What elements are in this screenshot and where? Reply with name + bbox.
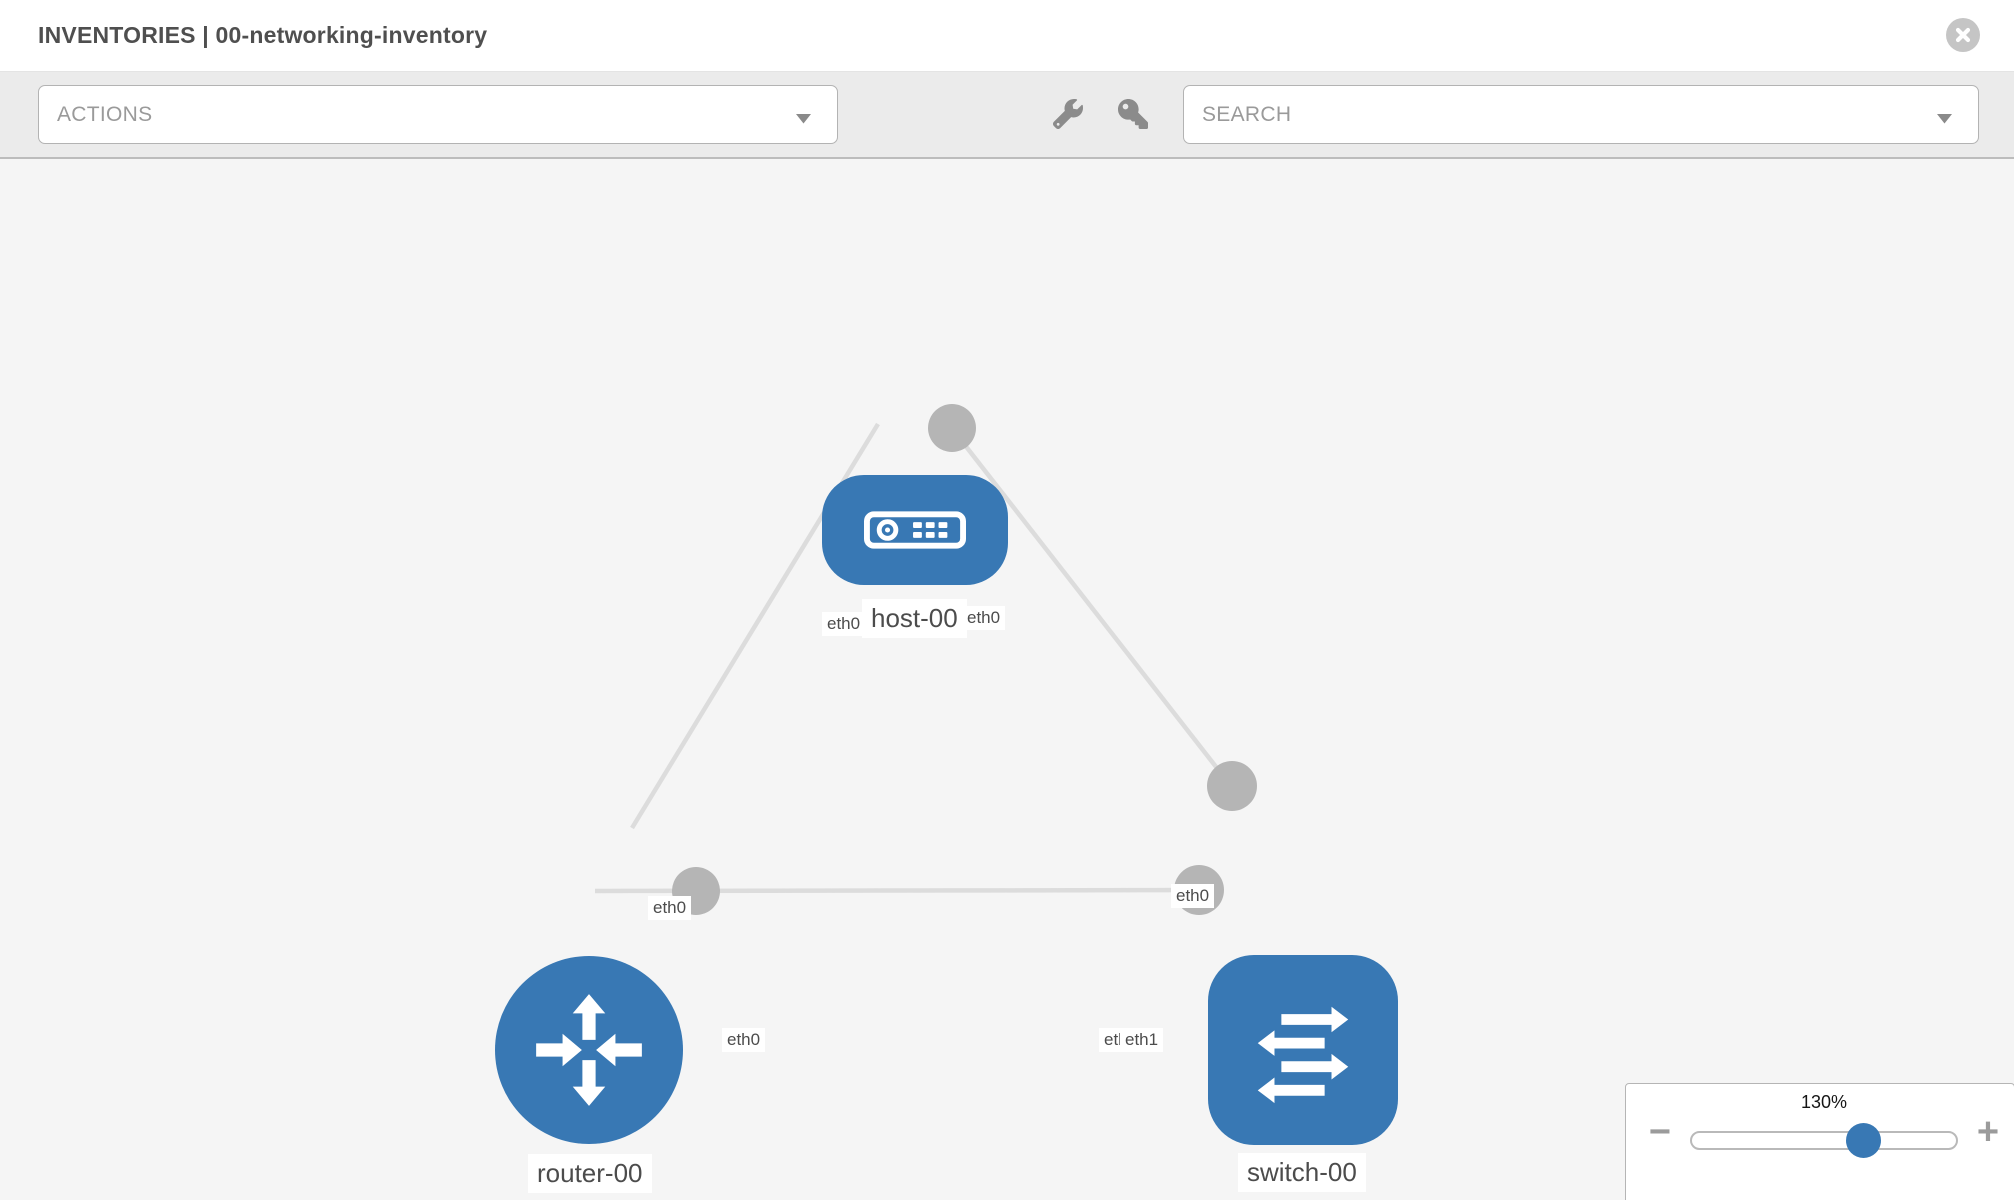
interface-label-eth0: eth0 [962, 606, 1006, 630]
link-host-switch[interactable] [948, 424, 1240, 797]
chevron-down-icon [796, 111, 811, 129]
node-switch-00[interactable] [1208, 955, 1398, 1145]
actions-dropdown-label: ACTIONS [57, 103, 153, 126]
actions-dropdown[interactable]: ACTIONS [38, 85, 838, 144]
search-dropdown-label: SEARCH [1202, 103, 1292, 126]
zoom-in-button[interactable]: + [1968, 1112, 2008, 1152]
zoom-slider-handle[interactable] [1846, 1123, 1881, 1158]
interface-label-eth1: eth1 [1120, 1028, 1164, 1052]
zoom-control-panel: 130% − + [1625, 1083, 2014, 1200]
node-label-switch: switch-00 [1238, 1153, 1366, 1192]
key-icon [1118, 99, 1148, 129]
interface-label-eth0: eth0 [1171, 884, 1215, 908]
chevron-down-icon [1937, 111, 1952, 129]
node-label-host: host-00 [862, 599, 967, 638]
zoom-level-value: 130% [1800, 1092, 1848, 1112]
page-title: INVENTORIES | 00-networking-inventory [38, 22, 488, 48]
host-icon [864, 511, 966, 549]
close-icon [1953, 25, 1973, 45]
configure-button[interactable] [1051, 97, 1085, 131]
switch-icon [1244, 991, 1362, 1109]
close-button[interactable] [1946, 18, 1980, 52]
node-label-router: router-00 [528, 1154, 652, 1193]
zoom-slider-track[interactable] [1690, 1123, 1958, 1158]
topology-canvas[interactable]: host-00 router-00 switch-00 eth0 eth0 et… [0, 159, 2014, 1200]
wrench-icon [1053, 99, 1083, 129]
interface-label-eth0: eth0 [822, 612, 866, 636]
header: INVENTORIES | 00-networking-inventory [0, 0, 2014, 72]
router-icon [528, 989, 650, 1111]
interface-dot-host [928, 404, 976, 452]
interface-label-eth0: eth0 [722, 1028, 766, 1052]
links-layer [594, 404, 1257, 915]
zoom-out-button[interactable]: − [1640, 1112, 1680, 1152]
node-router-00[interactable] [495, 956, 683, 1144]
credentials-button[interactable] [1116, 97, 1150, 131]
interface-label-eth0: eth0 [648, 896, 692, 920]
search-dropdown[interactable]: SEARCH [1183, 85, 1979, 144]
interface-dot-switch-top [1207, 761, 1257, 811]
toolbar: ACTIONS SEARCH [0, 72, 2014, 159]
node-host-00[interactable] [822, 475, 1008, 585]
